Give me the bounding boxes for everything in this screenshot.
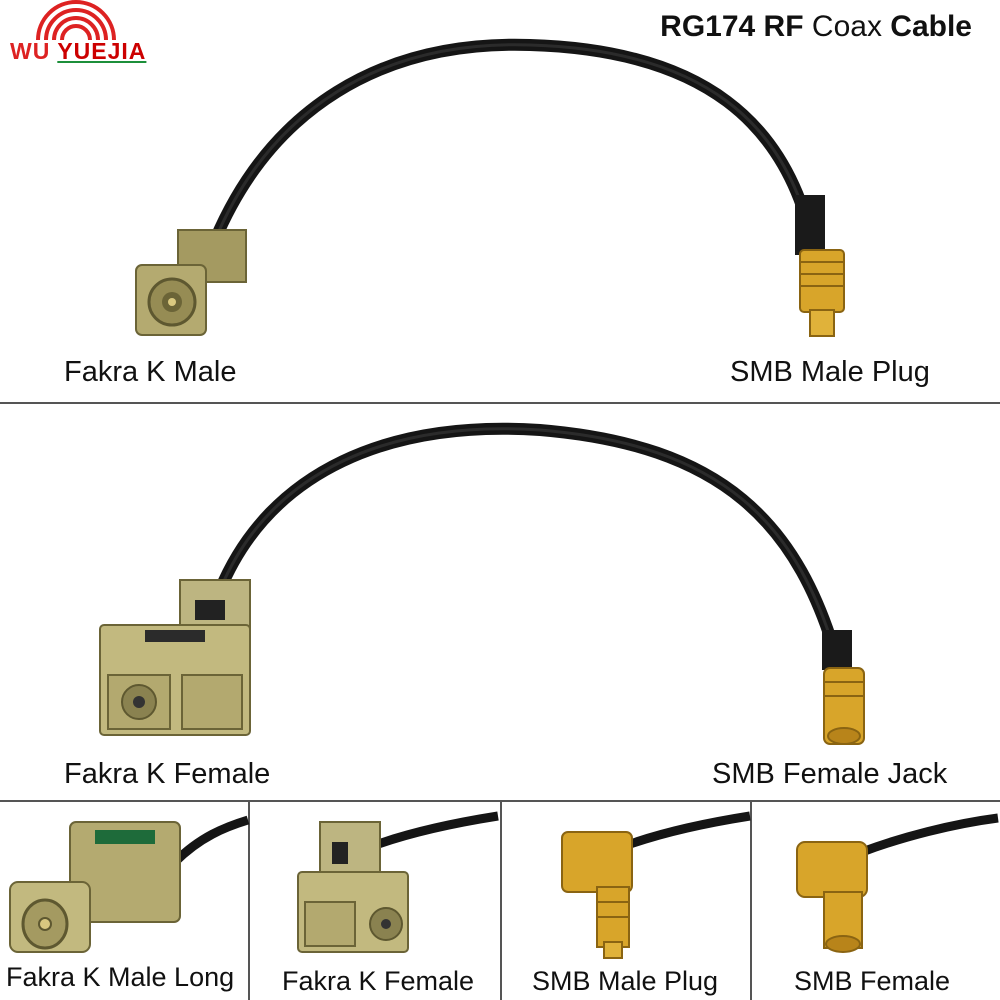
middle-right-label: SMB Female Jack [712, 758, 948, 790]
title-part-1: RG174 RF [660, 10, 804, 43]
variant-label-2: Fakra K Female [282, 966, 475, 996]
page-title: RG174 RF Coax Cable [660, 10, 972, 44]
title-part-2: Coax [811, 10, 882, 43]
logo-brand: YUEJIA [57, 38, 147, 64]
variant-label-4: SMB Female [794, 966, 951, 996]
signal-waves-icon [36, 0, 116, 41]
top-left-label: Fakra K Male [64, 356, 237, 388]
variant-smb-male-plug-photo [561, 811, 751, 959]
variant-fakra-female-photo [297, 811, 499, 953]
fakra-k-male-connector [135, 229, 247, 336]
brand-logo: WU YUEJIA [6, 0, 176, 66]
variant-label-1: Fakra K Male Long [6, 962, 235, 992]
top-right-label: SMB Male Plug [730, 356, 930, 388]
middle-left-label: Fakra K Female [64, 758, 271, 790]
fakra-k-female-connector [99, 579, 251, 736]
smb-male-plug-connector [795, 195, 845, 337]
variant-smb-female-photo [796, 813, 999, 953]
smb-female-jack-connector [822, 630, 865, 745]
divider-v-1 [248, 800, 250, 1000]
divider-top [0, 402, 1000, 404]
divider-v-2 [500, 800, 502, 1000]
variant-label-3: SMB Male Plug [532, 966, 719, 996]
logo-mark: WU [10, 38, 51, 64]
top-cable-photo [135, 38, 845, 337]
variant-fakra-male-long-photo [9, 815, 250, 953]
middle-cable-photo [99, 422, 865, 745]
divider-v-3 [750, 800, 752, 1000]
title-part-3: Cable [890, 10, 972, 43]
